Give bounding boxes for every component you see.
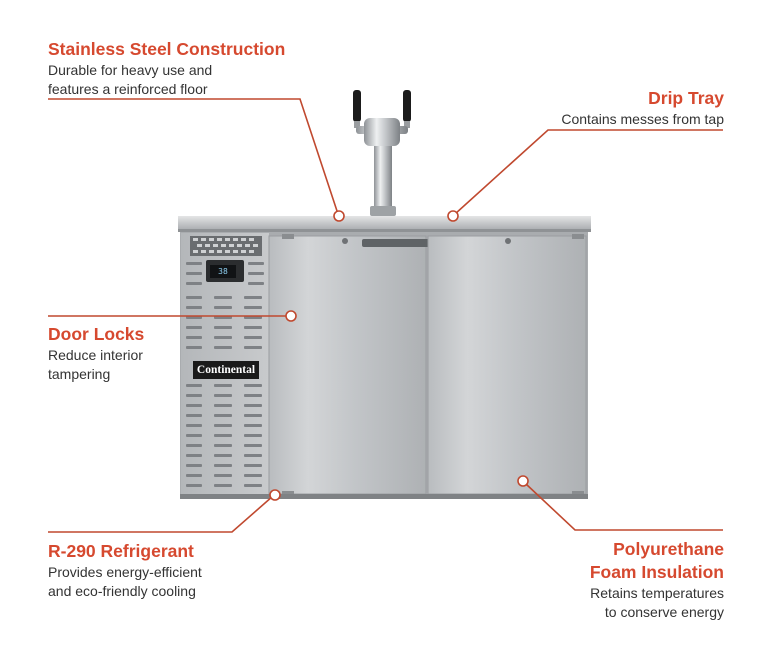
description-line: features a reinforced floor xyxy=(48,81,208,97)
beer-tower xyxy=(353,90,411,216)
description-line: to conserve energy xyxy=(604,604,724,620)
brand-label: Continental xyxy=(196,364,256,376)
callout-description: Contains messes from tap xyxy=(561,110,724,129)
leader-stainless xyxy=(48,98,339,215)
description-line: Retains temperatures xyxy=(590,585,724,601)
description-line: Contains messes from tap xyxy=(561,111,724,127)
callout-title: Stainless Steel Construction xyxy=(48,39,286,59)
marker-refrigerant xyxy=(269,489,281,501)
tower-column xyxy=(374,146,392,216)
marker-drip-tray xyxy=(447,210,459,222)
tap-handle-left xyxy=(353,90,361,122)
callout-refrigerant: R-290 Refrigerant Provides energy-effici… xyxy=(48,540,202,601)
callout-description: Durable for heavy use and features a rei… xyxy=(48,61,285,99)
leader-refrigerant xyxy=(48,495,274,533)
callout-description: Retains temperatures to conserve energy xyxy=(590,584,724,622)
marker-insulation xyxy=(517,475,529,487)
callout-description: Provides energy-efficient and eco-friend… xyxy=(48,563,202,601)
callout-title: Door Locks xyxy=(48,324,145,344)
title-line: Polyurethane xyxy=(613,539,724,559)
marker-stainless xyxy=(333,210,345,222)
display-readout: 38 xyxy=(218,267,228,276)
top-counter xyxy=(178,216,591,230)
description-line: Provides energy-efficient xyxy=(48,564,202,580)
callout-drip-tray: Drip Tray Contains messes from tap xyxy=(561,87,724,129)
callout-door-locks: Door Locks Reduce interior tampering xyxy=(48,323,144,384)
title-line: Foam Insulation xyxy=(589,562,724,582)
brand-plate xyxy=(193,361,259,379)
tower-head xyxy=(364,118,400,146)
leader-insulation xyxy=(525,483,723,531)
callout-title: Polyurethane Foam Insulation xyxy=(590,538,724,584)
callout-stainless-steel: Stainless Steel Construction Durable for… xyxy=(48,38,285,99)
callout-description: Reduce interior tampering xyxy=(48,346,144,384)
description-line: Durable for heavy use and xyxy=(48,62,213,78)
description-line: Reduce interior xyxy=(48,347,143,363)
callout-title: R-290 Refrigerant xyxy=(48,541,194,561)
vent-panel xyxy=(181,233,269,495)
tap-handle-right xyxy=(403,90,411,122)
description-line: tampering xyxy=(48,366,111,382)
callout-insulation: Polyurethane Foam Insulation Retains tem… xyxy=(590,538,724,622)
description-line: and eco-friendly cooling xyxy=(48,583,196,599)
callout-title: Drip Tray xyxy=(648,88,724,108)
marker-door-locks xyxy=(285,310,297,322)
leader-drip-tray xyxy=(454,129,723,215)
